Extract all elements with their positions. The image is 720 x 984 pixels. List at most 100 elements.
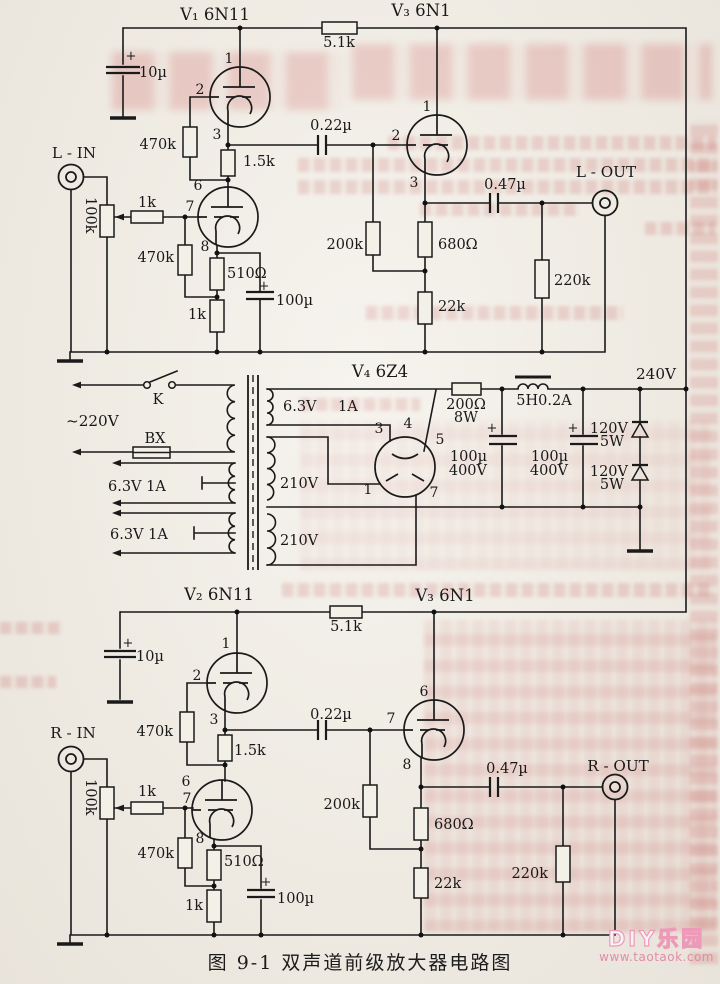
label-l-out: L - OUT — [576, 163, 636, 181]
label-r-grid1: 470k — [140, 137, 177, 153]
label-plus: + — [126, 49, 137, 64]
label-r-grid3: 200k — [324, 797, 361, 813]
resistor-plate-5k1 — [321, 21, 358, 35]
capacitor-symbols-left — [57, 65, 500, 363]
label-tube-v3: V₃ 6N1 — [414, 586, 474, 605]
label-r-cathode: 510Ω — [227, 266, 267, 282]
label-heater-right-a: 1A — [338, 399, 358, 415]
label-r-grid1: 470k — [137, 724, 174, 740]
power-supply: V₄ 6Z4 K ~220V BX 6.3V 1A 6.3V 1A 6.3V 1… — [66, 362, 689, 570]
tube-v3-lower-triode — [403, 699, 465, 761]
resistor-cathode-510 — [206, 849, 222, 881]
label-bplus-240v: 240V — [636, 365, 677, 383]
right-channel: V₂ 6N11 V₃ 6N1 5.1k + 10µ 1 2 470k 3 1.5… — [50, 585, 649, 946]
label-hv2: 210V — [280, 533, 319, 549]
resistor-out-220k — [534, 259, 550, 299]
resistor-interstage-1k5 — [220, 149, 236, 177]
label-c-couple: 0.22µ — [310, 118, 352, 134]
label-r-grid2: 470k — [138, 250, 175, 266]
pin-label: 3 — [375, 421, 384, 437]
label-r-bias: 22k — [434, 876, 461, 892]
potentiometer-100k — [99, 786, 115, 820]
label-heater2: 6.3V 1A — [110, 527, 168, 543]
zener-diodes — [630, 420, 650, 481]
pot-wiper-arrow — [115, 213, 124, 221]
watermark-url: www.taotaok.com — [599, 950, 714, 965]
label-c-couple: 0.22µ — [310, 707, 352, 723]
tube-v2-upper-triode — [206, 652, 268, 714]
resistor-grid-470k — [182, 126, 198, 158]
label-cap1-v: 400V — [449, 463, 488, 479]
label-tube-v3: V₃ 6N1 — [390, 1, 450, 20]
label-r-interstage: 1.5k — [234, 743, 266, 759]
label-r-plate: 5.1k — [330, 619, 362, 635]
resistor-cathode-510 — [209, 257, 225, 291]
bplus-rails — [120, 27, 687, 613]
label-plus: + — [568, 421, 579, 436]
label-zener1-power: 5W — [600, 434, 624, 450]
capacitor-symbols-right — [57, 649, 500, 946]
label-plus: + — [261, 875, 272, 890]
pin-label: 7 — [387, 711, 396, 727]
tube-v4-rectifier — [374, 436, 436, 498]
label-r-bias: 22k — [438, 299, 465, 315]
label-plus: + — [487, 421, 498, 436]
tube-v1-lower-triode — [197, 186, 259, 248]
label-pot: 100k — [82, 779, 98, 816]
label-plus: + — [123, 636, 134, 651]
pin-label: 6 — [182, 774, 191, 790]
pin-label: 2 — [193, 668, 202, 684]
wire-arrows — [72, 381, 121, 557]
label-r-load: 680Ω — [434, 817, 474, 833]
pin-label: 2 — [392, 128, 401, 144]
pin-label: 8 — [196, 831, 205, 847]
resistor-out-220k — [555, 845, 571, 883]
label-c-out: 0.47µ — [486, 761, 528, 777]
pin-label: 1 — [364, 482, 373, 498]
label-r-tail: 1k — [185, 898, 203, 914]
pin-label: 7 — [430, 485, 439, 501]
label-zener2-power: 5W — [600, 477, 624, 493]
label-zener1: 120V — [590, 421, 629, 437]
pot-wiper-arrow — [115, 804, 124, 812]
label-tube-v1: V₁ 6N11 — [179, 5, 250, 24]
label-cap2-v: 400V — [530, 463, 569, 479]
jack-r-in — [57, 745, 85, 773]
pin-label: 8 — [403, 757, 412, 773]
label-r-out-jack: R - OUT — [587, 757, 649, 775]
resistor-load-680 — [413, 807, 429, 841]
pin-label: 6 — [420, 684, 429, 700]
tube-v3-upper-triode — [406, 114, 468, 176]
label-c-decouple: 10µ — [139, 65, 167, 81]
watermark-logo: DIY乐园 — [607, 927, 706, 951]
label-cap1: 100µ — [450, 449, 487, 465]
junction-dots-left — [104, 25, 545, 355]
resistor-tail-1k — [206, 889, 222, 923]
label-r-gridstop: 1k — [138, 195, 156, 211]
label-r-plate: 5.1k — [323, 35, 355, 51]
label-tube-v4: V₄ 6Z4 — [351, 362, 408, 381]
left-channel: V₁ 6N11 V₃ 6N1 5.1k + 10µ 1 2 470k 3 1.5… — [52, 1, 636, 363]
label-l-in: L - IN — [52, 144, 96, 162]
label-r-gridstop: 1k — [138, 784, 156, 800]
pin-label: 1 — [225, 51, 234, 67]
pin-label: 2 — [196, 82, 205, 98]
pin-label: 3 — [213, 127, 222, 143]
capacitor-symbols-power — [489, 434, 598, 446]
label-r-filter-power: 8W — [454, 410, 478, 426]
label-choke: 5H0.2A — [516, 393, 572, 409]
resistor-gridstop-1k — [130, 801, 164, 815]
label-fuse-bx: BX — [145, 431, 167, 447]
label-r-interstage: 1.5k — [243, 154, 275, 170]
resistor-gridstop-1k — [130, 210, 164, 224]
label-heater1: 6.3V 1A — [108, 479, 166, 495]
label-r-out-220k: 220k — [554, 273, 591, 289]
pin-label: 3 — [410, 175, 419, 191]
label-c-cathode: 100µ — [277, 891, 314, 907]
junction-dots-power — [499, 386, 689, 510]
label-r-grid2: 470k — [138, 846, 175, 862]
pin-label: 1 — [423, 99, 432, 115]
pin-label: 6 — [194, 178, 203, 194]
